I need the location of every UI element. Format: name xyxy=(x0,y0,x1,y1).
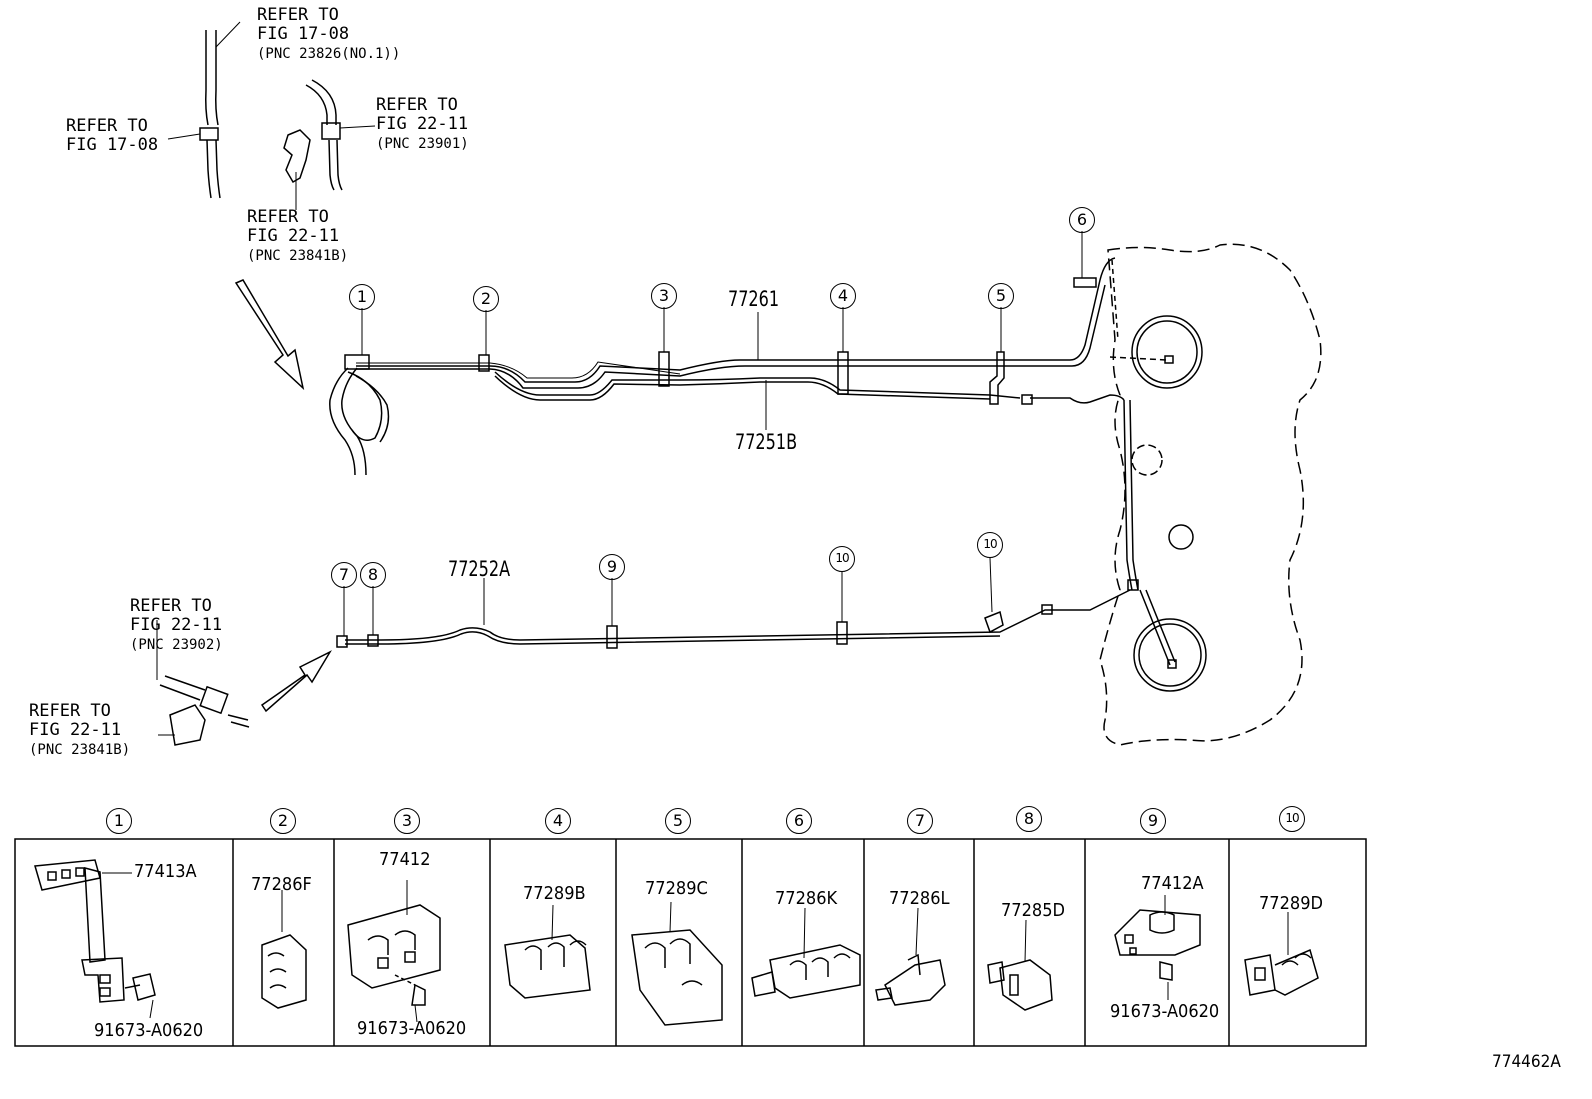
table-head-10: 10 xyxy=(1279,806,1305,832)
ref-pnc: (PNC 23902) xyxy=(130,637,223,653)
part-number: 91673-A0620 xyxy=(357,1018,467,1039)
part-number: 77285D xyxy=(1001,900,1065,921)
part-number: 91673-A0620 xyxy=(1110,1001,1220,1022)
table-head-4: 4 xyxy=(545,808,571,834)
reference-note-2: REFER TO FIG 17-08 xyxy=(66,117,158,155)
callout-3: 3 xyxy=(651,283,677,309)
reference-note-3: REFER TO FIG 22-11 (PNC 23901) xyxy=(376,96,469,154)
ref-line2: FIG 22-11 xyxy=(29,720,122,740)
callout-10: 10 xyxy=(829,546,855,572)
hose-clip xyxy=(199,127,219,141)
part-number: 77289C xyxy=(645,878,708,899)
pipe-label-lower: 77252A xyxy=(448,557,511,581)
part-number: 77286L xyxy=(889,888,950,909)
ref-line2: FIG 17-08 xyxy=(257,24,350,44)
part-number: 77413A xyxy=(134,861,197,882)
ref-line1: REFER TO xyxy=(247,207,329,227)
reference-note-4: REFER TO FIG 22-11 (PNC 23841B) xyxy=(247,208,348,266)
callout-8: 8 xyxy=(360,562,386,588)
ref-line1: REFER TO xyxy=(257,5,339,25)
reference-note-5: REFER TO FIG 22-11 (PNC 23902) xyxy=(130,597,223,655)
table-head-1: 1 xyxy=(106,808,132,834)
ref-line2: FIG 17-08 xyxy=(66,135,159,155)
part-number: 77289B xyxy=(523,883,586,904)
callout-10b: 10 xyxy=(977,532,1003,558)
table-head-6: 6 xyxy=(786,808,812,834)
callout-1: 1 xyxy=(349,284,375,310)
table-head-9: 9 xyxy=(1140,808,1166,834)
pipe-label-middle: 77251B xyxy=(735,430,798,454)
callout-5: 5 xyxy=(988,283,1014,309)
ref-line2: FIG 22-11 xyxy=(376,114,469,134)
ref-pnc: (PNC 23841B) xyxy=(29,742,131,758)
part-number: 77286F xyxy=(251,874,312,895)
ref-line1: REFER TO xyxy=(130,596,212,616)
callout-9: 9 xyxy=(599,554,625,580)
ref-line1: REFER TO xyxy=(29,701,111,721)
part-number: 77412A xyxy=(1141,873,1204,894)
ref-line1: REFER TO xyxy=(376,95,458,115)
table-head-3: 3 xyxy=(394,808,420,834)
callout-7: 7 xyxy=(331,562,357,588)
pipe-label-upper: 77261 xyxy=(728,287,780,311)
table-head-7: 7 xyxy=(907,808,933,834)
ref-pnc: (PNC 23901) xyxy=(376,136,469,152)
part-number: 77289D xyxy=(1259,893,1323,914)
ref-line1: REFER TO xyxy=(66,116,148,136)
callout-4: 4 xyxy=(830,283,856,309)
ref-pnc: (PNC 23826(NO.1)) xyxy=(257,46,401,62)
callout-6: 6 xyxy=(1069,207,1095,233)
part-number: 77286K xyxy=(775,888,838,909)
part-number: 91673-A0620 xyxy=(94,1020,204,1041)
figure-id: 774462A xyxy=(1492,1052,1561,1072)
ref-pnc: (PNC 23841B) xyxy=(247,248,349,264)
table-head-5: 5 xyxy=(665,808,691,834)
reference-note-6: REFER TO FIG 22-11 (PNC 23841B) xyxy=(29,702,130,760)
part-number: 77412 xyxy=(379,849,431,870)
reference-note-1: REFER TO FIG 17-08 (PNC 23826(NO.1)) xyxy=(257,6,400,64)
table-head-2: 2 xyxy=(270,808,296,834)
table-head-8: 8 xyxy=(1016,806,1042,832)
ref-line2: FIG 22-11 xyxy=(247,226,340,246)
ref-line2: FIG 22-11 xyxy=(130,615,223,635)
callout-2: 2 xyxy=(473,286,499,312)
